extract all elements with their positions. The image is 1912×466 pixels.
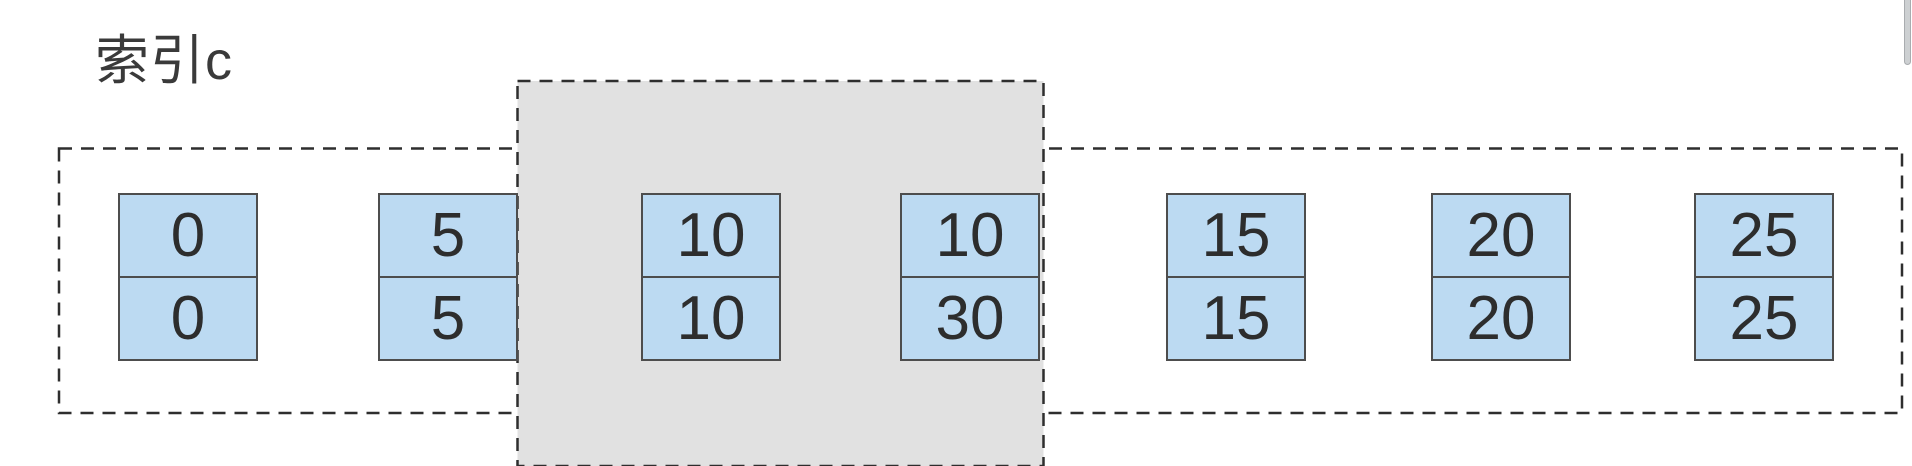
entry-value-cell: 5 [378, 276, 518, 361]
index-label: 索引c [95, 31, 233, 91]
vertical-scrollbar-thumb[interactable] [1904, 0, 1911, 65]
entry-key-cell: 10 [900, 193, 1040, 278]
entry-key-cell: 5 [378, 193, 518, 278]
entry-key-cell: 15 [1166, 193, 1306, 278]
entry-value-cell: 30 [900, 276, 1040, 361]
entry-key-cell: 20 [1431, 193, 1571, 278]
entry-key-cell: 25 [1694, 193, 1834, 278]
entry-value-cell: 10 [641, 276, 781, 361]
entry-value-cell: 25 [1694, 276, 1834, 361]
entry-value-cell: 0 [118, 276, 258, 361]
entry-value-cell: 15 [1166, 276, 1306, 361]
entry-key-cell: 0 [118, 193, 258, 278]
entry-value-cell: 20 [1431, 276, 1571, 361]
array-dashed-border [57, 147, 1904, 415]
entry-key-cell: 10 [641, 193, 781, 278]
